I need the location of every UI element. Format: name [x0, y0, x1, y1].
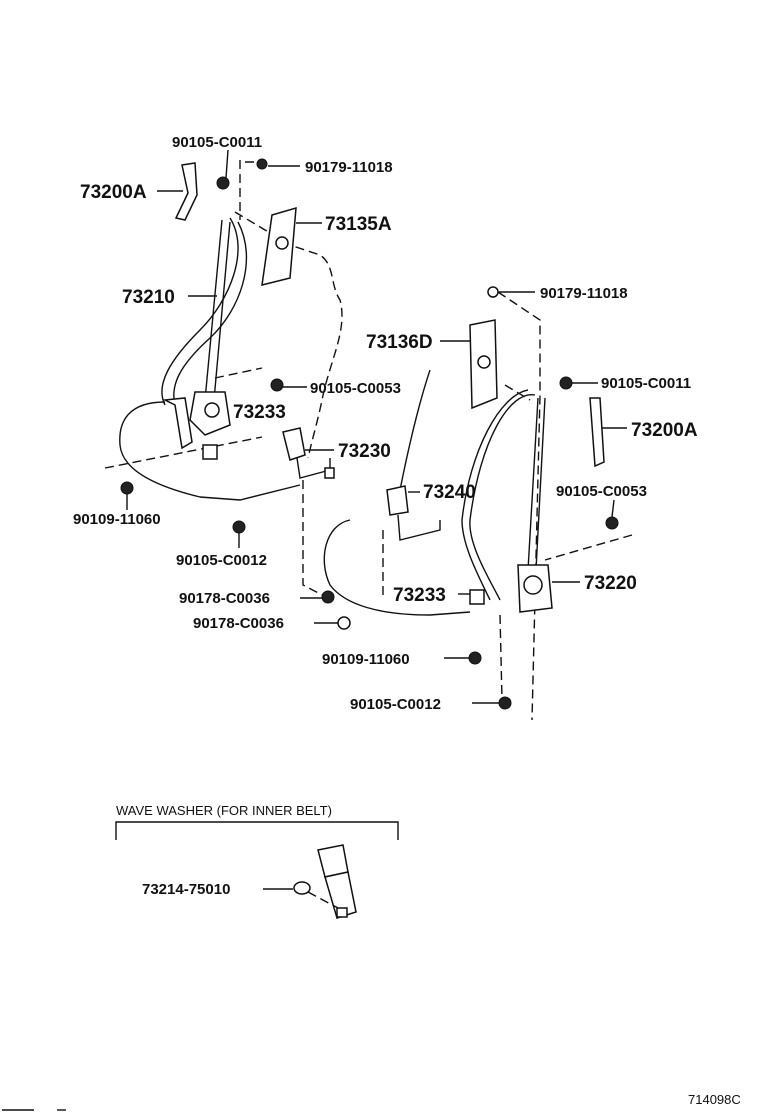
label-73233-left: 73233 — [233, 402, 286, 423]
label-90105-c0012-left: 90105-C0012 — [176, 552, 267, 569]
left-seat-assembly — [104, 158, 351, 630]
left-seat-cushion — [119, 401, 301, 501]
inset-buckle — [317, 844, 349, 878]
part-number-labels: 90105-C0011 90179-11018 73200A 73135A 73… — [73, 134, 698, 713]
right-nut-90179-11018 — [487, 286, 499, 298]
right-bolt-90105-c0011 — [559, 376, 573, 390]
label-90109-11060-left: 90109-11060 — [73, 511, 161, 528]
label-90105-c0053-right: 90105-C0053 — [556, 483, 647, 500]
right-bolt-90105-c0012 — [498, 696, 512, 710]
label-73220: 73220 — [584, 573, 637, 594]
left-cover-73233 — [202, 444, 218, 460]
label-73214-75010: 73214-75010 — [142, 881, 230, 898]
label-73200a-left: 73200A — [80, 182, 147, 203]
label-90179-11018-top: 90179-11018 — [305, 159, 393, 176]
diagram-code: 714098C — [688, 1092, 741, 1107]
left-bolt-90109-11060 — [120, 481, 134, 495]
right-cover-73233 — [469, 589, 485, 605]
right-seat-cushion — [323, 519, 471, 616]
left-bolt-90105-c0053 — [270, 378, 284, 392]
label-90109-11060-right: 90109-11060 — [322, 651, 410, 668]
label-73136d: 73136D — [366, 332, 433, 353]
washer-90178-c0036-a — [321, 590, 335, 604]
washer-90178-c0036-b — [337, 616, 351, 630]
left-bolt-90105-c0012 — [232, 520, 246, 534]
label-90105-c0053-left: 90105-C0053 — [310, 380, 401, 397]
label-73210: 73210 — [122, 287, 175, 308]
label-73233-right: 73233 — [393, 585, 446, 606]
label-90105-c0011-right: 90105-C0011 — [601, 375, 691, 392]
right-bolt-90105-c0053 — [605, 516, 619, 530]
wave-washer-inset: WAVE WASHER (FOR INNER BELT) 73214-75010 — [115, 803, 399, 919]
right-seat-assembly — [323, 286, 633, 721]
left-seatback-outline — [234, 211, 343, 459]
label-73135a: 73135A — [325, 214, 392, 235]
leader-lines — [126, 149, 627, 704]
label-73240: 73240 — [423, 482, 476, 503]
left-nut-90179-11018 — [256, 158, 268, 170]
label-73200a-right: 73200A — [631, 420, 698, 441]
inset-bracket — [115, 821, 399, 840]
left-anchor-bracket — [174, 162, 198, 221]
left-bolt-90105-c0011 — [216, 176, 230, 190]
right-bolt-90109-11060 — [468, 651, 482, 665]
label-90105-c0011-top: 90105-C0011 — [172, 134, 262, 151]
label-90178-c0036-b: 90178-C0036 — [193, 615, 284, 632]
right-pillar-line — [497, 291, 541, 721]
label-73230: 73230 — [338, 441, 391, 462]
label-90179-11018-right: 90179-11018 — [540, 285, 628, 302]
right-belt-webbing — [527, 397, 539, 571]
left-buckle-73230 — [282, 427, 306, 461]
left-belt-webbing — [204, 219, 223, 401]
label-90178-c0036-a: 90178-C0036 — [179, 590, 270, 607]
wave-washer-title: WAVE WASHER (FOR INNER BELT) — [116, 803, 332, 818]
right-anchor-bracket — [589, 397, 605, 468]
wave-washer-icon — [293, 881, 311, 895]
right-buckle-73240 — [386, 485, 409, 516]
label-90105-c0012-right: 90105-C0012 — [350, 696, 441, 713]
